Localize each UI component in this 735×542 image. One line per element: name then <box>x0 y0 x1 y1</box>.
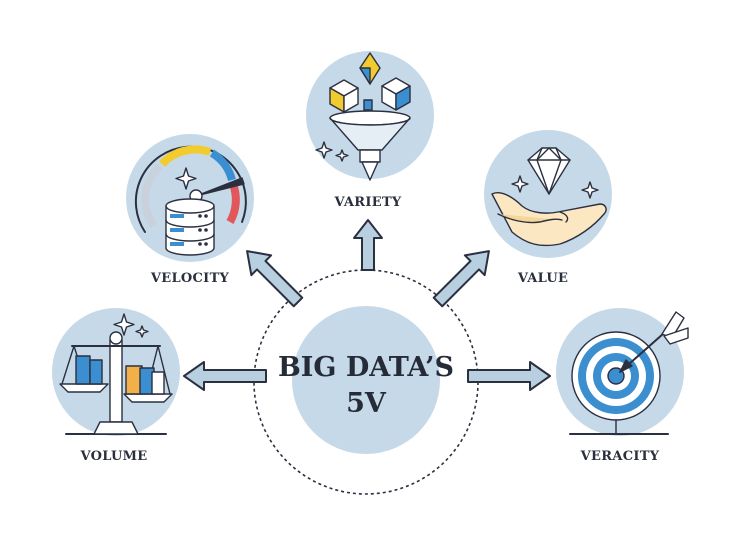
center-title-line2: 5V <box>346 388 387 419</box>
arrow-to-variety <box>353 219 383 271</box>
funnel-cubes-icon <box>315 52 411 181</box>
value-label: VALUE <box>517 271 568 286</box>
arrow-to-value <box>432 250 490 308</box>
node-value: VALUE <box>484 130 612 286</box>
target-arrow-icon <box>569 311 689 435</box>
node-variety: VARIETY <box>306 51 434 210</box>
veracity-label: VERACITY <box>580 449 660 464</box>
center-title-line1: BIG DATA’S <box>278 352 454 383</box>
node-volume: VOLUME <box>52 308 180 464</box>
center-hub: BIG DATA’S 5V <box>253 269 479 495</box>
node-velocity: VELOCITY <box>126 134 254 286</box>
arrows <box>183 219 551 391</box>
balance-scale-icon <box>59 313 173 435</box>
arrow-to-veracity <box>467 361 551 391</box>
arrow-to-velocity <box>246 250 304 308</box>
database-icon <box>165 198 215 256</box>
arrow-to-volume <box>183 361 267 391</box>
node-veracity: VERACITY <box>556 308 689 464</box>
velocity-label: VELOCITY <box>150 271 230 286</box>
speedometer-database-icon <box>134 145 247 256</box>
hand-diamond-icon <box>491 147 607 247</box>
center-bubble <box>292 306 440 454</box>
variety-label: VARIETY <box>333 195 401 210</box>
volume-label: VOLUME <box>79 449 147 464</box>
